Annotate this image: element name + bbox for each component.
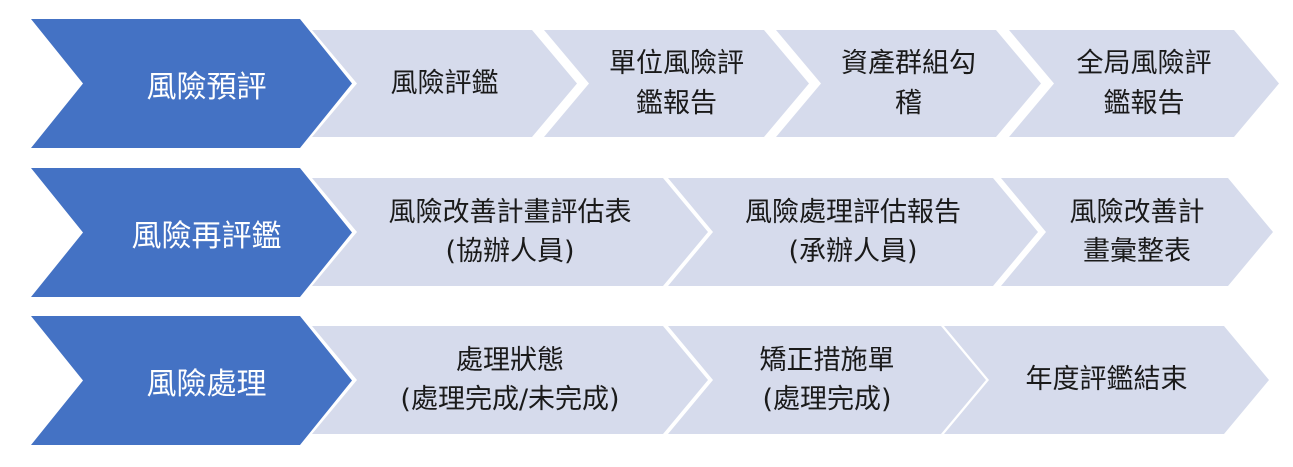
row2-step1-chevron: 風險改善計畫評估表 (協辦人員) — [312, 178, 708, 286]
row1-step2-line1: 單位風險評 — [609, 48, 744, 80]
row2-main-chevron: 風險再評鑑 — [31, 168, 352, 297]
row1-main-chevron: 風險預評 — [31, 19, 352, 148]
row3-step2-line1: 矯正措施單 — [759, 344, 895, 376]
row1-step4-line2: 鑑報告 — [1103, 87, 1185, 119]
row2-step3-line1: 風險改善計 — [1069, 196, 1205, 228]
row1-step2-line2: 鑑報告 — [636, 87, 717, 119]
row2-step2-line1: 風險處理評估報告 — [745, 196, 961, 228]
row1-step4-line1: 全局風險評 — [1076, 48, 1212, 80]
row1-step1-line1: 風險評鑑 — [390, 67, 499, 99]
row1-step3-chevron: 資產群組勾 稽 — [776, 30, 1041, 137]
row3-step1-chevron: 處理狀態 (處理完成/未完成) — [312, 326, 708, 434]
row1-main-label: 風險預評 — [146, 69, 267, 105]
row3-main-label: 風險處理 — [146, 366, 267, 402]
row3-step3-line1: 年度評鑑結束 — [1025, 364, 1188, 396]
row2-step3-line2: 畫彙整表 — [1083, 236, 1191, 267]
row2-step2-chevron: 風險處理評估報告 (承辦人員) — [668, 178, 1038, 286]
row2-step1-line1: 風險改善計畫評估表 — [388, 196, 632, 228]
row2-step1-line2: (協辦人員) — [445, 236, 575, 267]
row1-step2-chevron: 單位風險評 鑑報告 — [544, 30, 809, 137]
row1-step3-line2: 稽 — [895, 87, 922, 119]
row3-main-chevron: 風險處理 — [31, 316, 352, 445]
row2-step2-line2: (承辦人員) — [788, 236, 918, 267]
row3-step3-chevron: 年度評鑑結束 — [944, 326, 1269, 434]
row3-step2-line2: (處理完成) — [762, 384, 892, 415]
row2-step3-chevron: 風險改善計 畫彙整表 — [1001, 178, 1273, 286]
row1-step3-line1: 資產群組勾 — [841, 48, 976, 80]
row3-step1-line2: (處理完成/未完成) — [400, 384, 620, 415]
row2-main-label: 風險再評鑑 — [131, 218, 282, 254]
row1-step4-chevron: 全局風險評 鑑報告 — [1009, 30, 1279, 137]
row3-step2-chevron: 矯正措施單 (處理完成) — [668, 326, 986, 434]
row3-step1-line1: 處理狀態 — [455, 344, 564, 376]
